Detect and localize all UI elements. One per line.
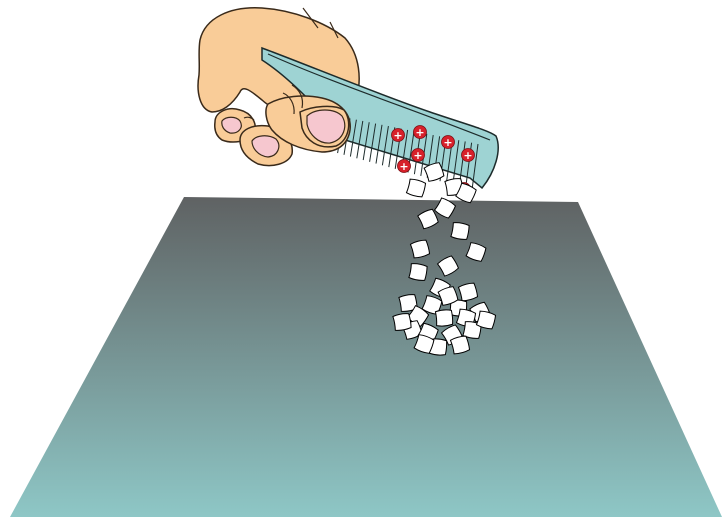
paper-piece-icon [393, 313, 412, 332]
svg-text:+: + [463, 149, 472, 162]
positive-charge-icon: + [442, 136, 455, 150]
svg-text:+: + [399, 160, 408, 173]
svg-text:+: + [443, 136, 452, 149]
paper-piece-icon [451, 222, 470, 241]
paper-piece-icon [406, 178, 426, 198]
table-icon [10, 197, 722, 517]
paper-piece-icon [435, 309, 453, 326]
positive-charge-icon: + [398, 160, 411, 174]
positive-charge-icon: + [412, 149, 425, 163]
positive-charge-icon: + [414, 126, 427, 140]
svg-text:+: + [415, 126, 424, 139]
svg-text:+: + [413, 149, 422, 162]
positive-charge-icon: + [392, 129, 405, 143]
paper-piece-icon [409, 263, 428, 282]
positive-charge-icon: + [462, 149, 475, 163]
svg-text:+: + [393, 129, 402, 142]
